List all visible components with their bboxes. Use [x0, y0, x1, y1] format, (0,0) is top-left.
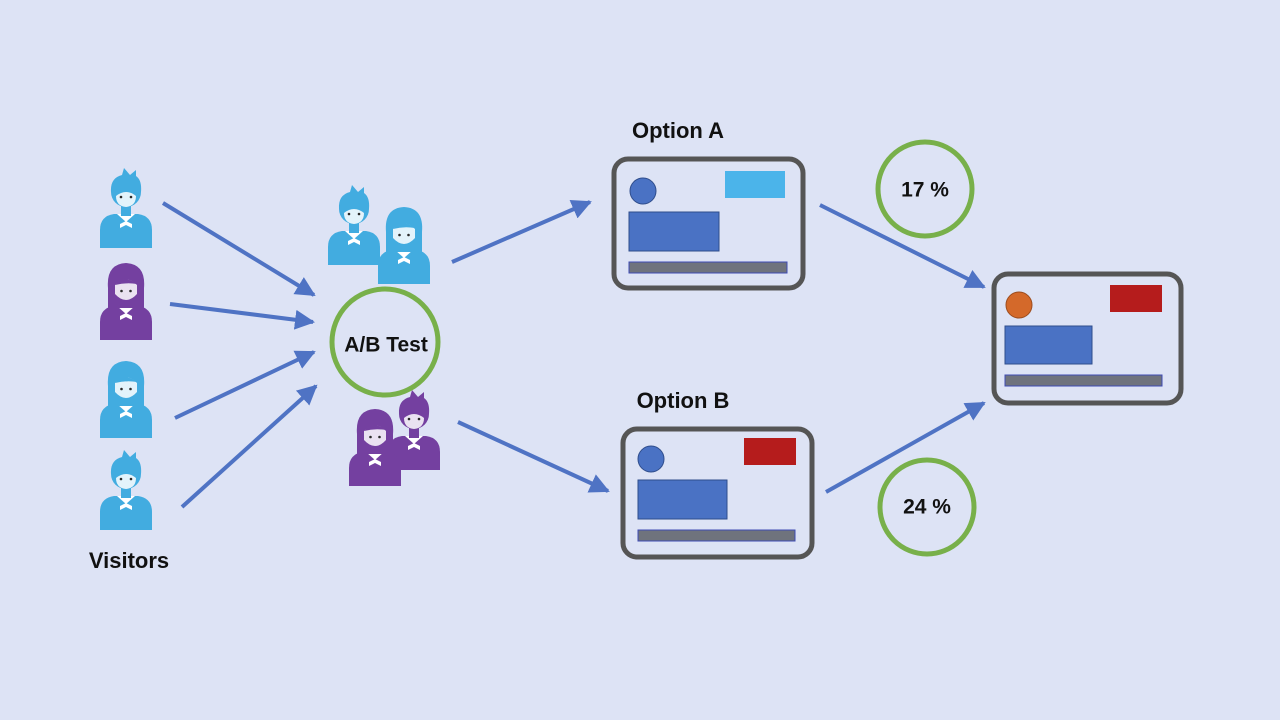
arrows-to-winner: [819, 203, 986, 494]
arrows-to-options: [451, 200, 610, 493]
visitor-male-icon: [100, 168, 152, 248]
group-a-female-icon: [378, 207, 430, 284]
option-b-label: Option B: [637, 388, 730, 413]
group-a-male-icon: [328, 185, 380, 265]
arrow-from-option-b: [825, 401, 986, 494]
visitor-male-icon: [100, 450, 152, 530]
arrows-to-test: [161, 201, 318, 509]
arrow: [180, 384, 318, 509]
arrow: [174, 350, 316, 420]
arrow: [161, 201, 316, 297]
arrow-from-option-a: [819, 203, 986, 289]
visitor-female-icon: [100, 361, 152, 438]
arrow-to-option-b: [457, 420, 610, 493]
option-b-page-mockup-icon: [620, 426, 815, 560]
option-a-rate: 17 %: [901, 179, 949, 202]
ab-test-label: A/B Test: [344, 334, 428, 357]
winner-page-mockup-icon: [991, 271, 1184, 406]
arrow-to-option-a: [451, 200, 592, 264]
option-b-rate: 24 %: [903, 496, 951, 519]
option-a-label: Option A: [632, 118, 724, 143]
option-a-result-circle: [875, 139, 975, 239]
arrow: [169, 302, 315, 330]
visitor-female-purple-icon: [100, 263, 152, 340]
visitors-label: Visitors: [89, 548, 169, 573]
option-a-page-mockup-icon: [611, 156, 806, 291]
option-b-result-circle: [877, 457, 977, 557]
ab-test-circle: [329, 286, 441, 398]
